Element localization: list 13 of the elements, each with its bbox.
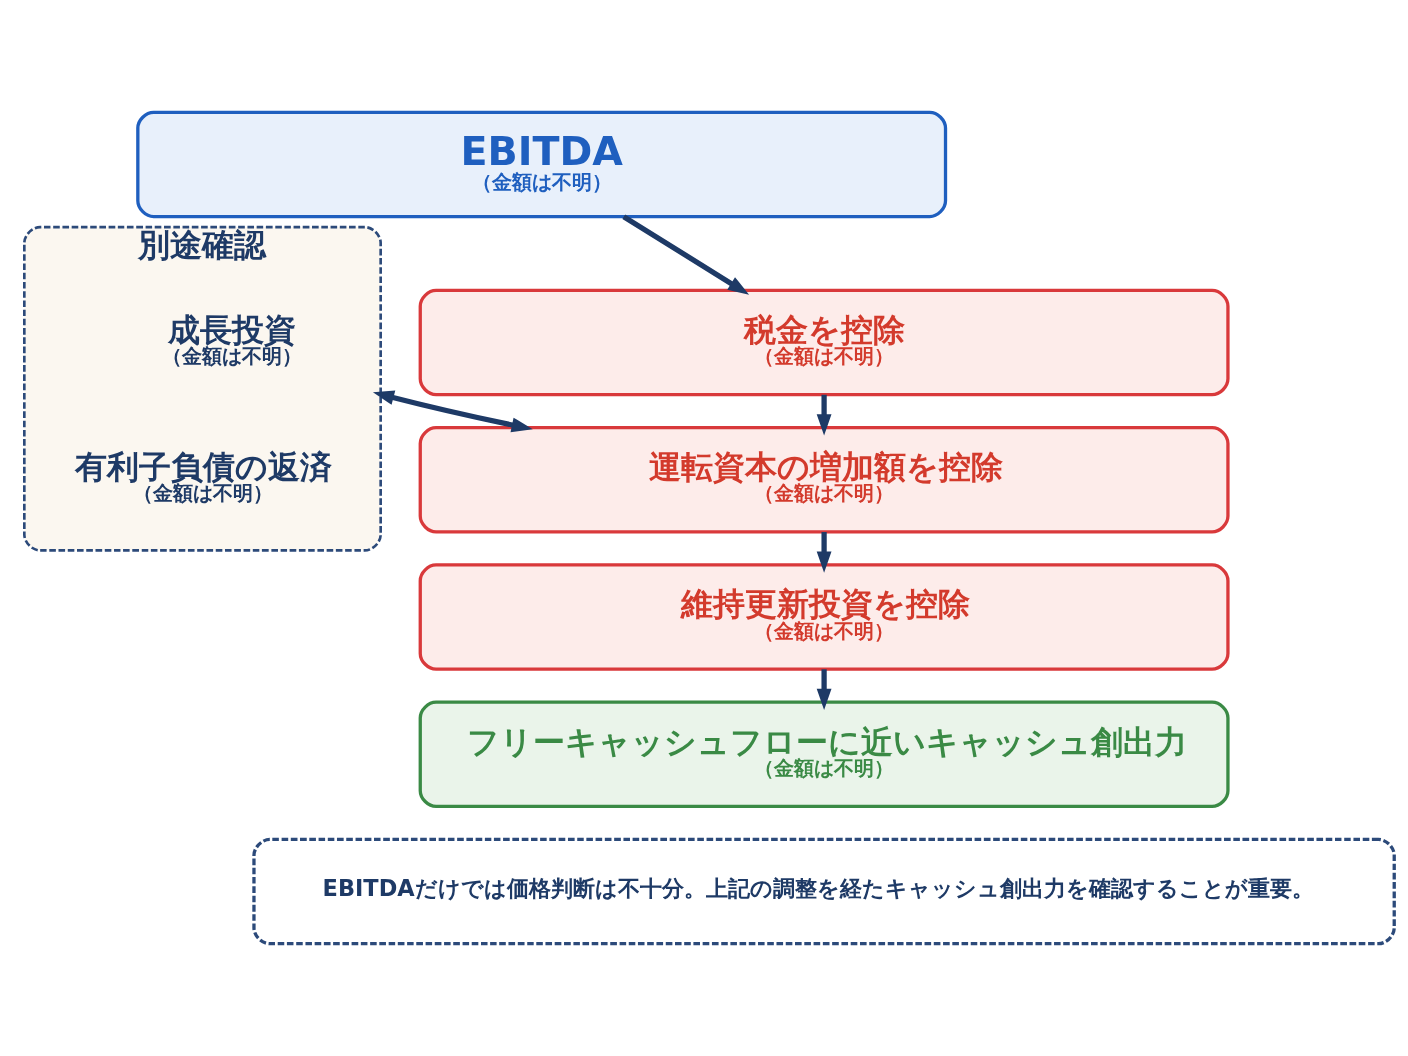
- node-box: フリーキャッシュフローに近いキャッシュ創出力 （金額は不明）: [418, 700, 1230, 809]
- arrow: [816, 394, 832, 436]
- arrow: [622, 214, 750, 295]
- node-text: 成長投資 （金額は不明）: [161, 311, 302, 369]
- arrow: [372, 390, 533, 433]
- node-box: EBITDA （金額は不明）: [136, 110, 948, 219]
- arrow: [816, 669, 832, 711]
- node-box: 維持更新投資を控除 （金額は不明）: [418, 563, 1230, 671]
- node-text: 有利子負債の返済 （金額は不明）: [75, 449, 333, 506]
- node-box: 運転資本の増加額を控除 （金額は不明）: [418, 426, 1230, 534]
- node-box: EBITDAだけでは価格判断は不十分。上記の調整を経たキャッシュ創出力を確認することが重要。: [252, 837, 1396, 946]
- node-box: 税金を控除 （金額は不明）: [418, 288, 1230, 397]
- arrow: [816, 532, 832, 573]
